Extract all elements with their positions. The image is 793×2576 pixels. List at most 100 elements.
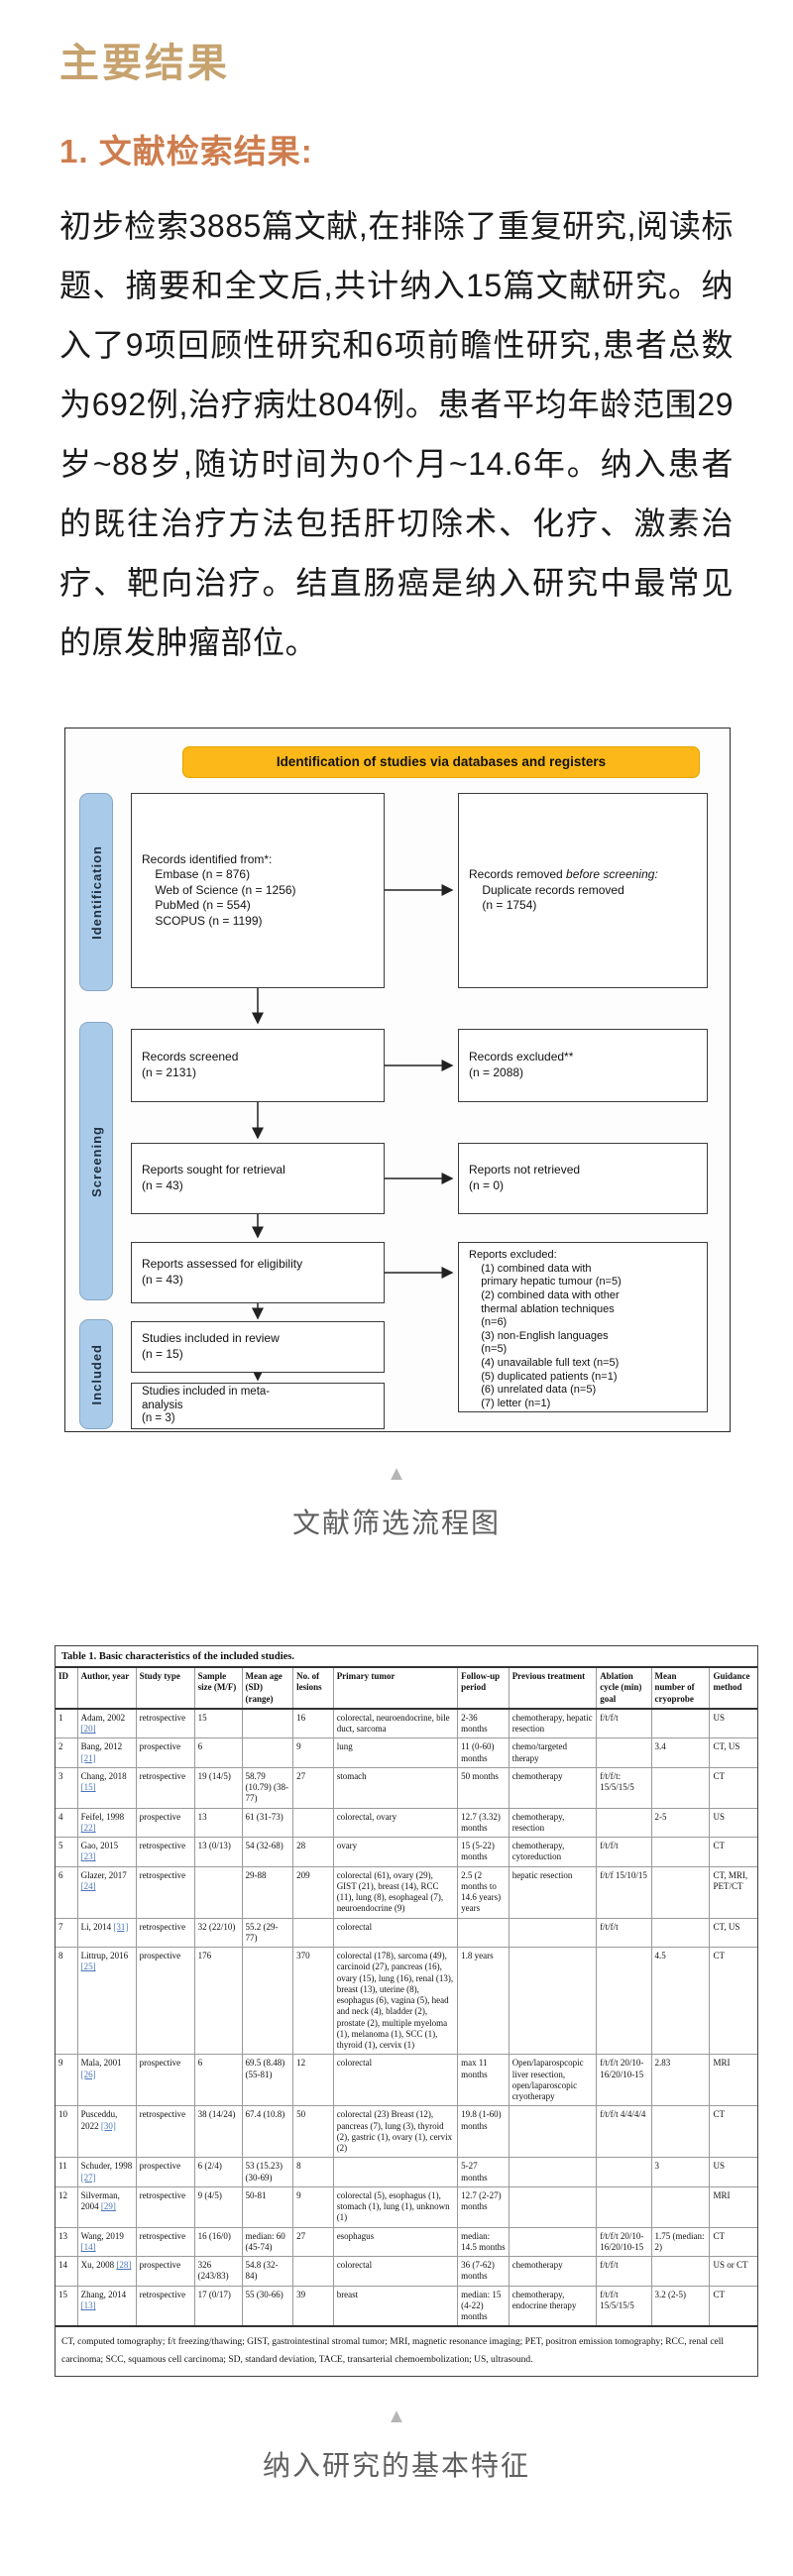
cell-id: 11 <box>58 2161 67 2172</box>
cell-id: 4 <box>58 1811 63 1822</box>
cell-followup: 5-27 months <box>457 2157 510 2187</box>
citation-link[interactable]: [29] <box>100 2201 116 2211</box>
cell-age: 54.8 (32-84) <box>241 2256 293 2286</box>
box-records-identified: Records identified from*: Embase (n = 87… <box>131 793 385 988</box>
cell-age: 67.4 (10.8) <box>241 2105 293 2158</box>
cell-author: Glazer, 2017 [24] <box>76 1866 137 1918</box>
citation-link[interactable]: [14] <box>80 2241 96 2252</box>
cell-lesions: 27 <box>292 1767 334 1808</box>
cell-lesions <box>292 1918 334 1948</box>
col-header-ablation-cycle: Ablation cycle (min) goal <box>596 1667 651 1709</box>
citation-link[interactable]: [15] <box>80 1782 96 1792</box>
citation-link[interactable]: [24] <box>80 1880 96 1891</box>
cell-cryoprobe <box>650 1866 710 1918</box>
cell-guidance: US <box>709 1808 757 1838</box>
cell-author: Pusceddu, 2022 [30] <box>76 2105 137 2158</box>
side-label-text: Screening <box>88 1125 104 1197</box>
cell-ablation <box>596 1808 651 1838</box>
cell-id: 5 <box>58 1841 63 1850</box>
cell-primary: colorectal (178), sarcoma (49), carcinoi… <box>332 1947 458 2055</box>
cell-previous: chemotherapy, hepatic resection <box>508 1708 597 1738</box>
cell-cryoprobe <box>650 1767 710 1808</box>
cell-age: 54 (32-68) <box>241 1837 293 1866</box>
cell-study_type: retrospective <box>135 2105 195 2158</box>
cell-followup: max 11 months <box>457 2054 510 2106</box>
cell-age <box>241 1737 293 1768</box>
cell-previous: Open/laparospcopic liver resection, open… <box>508 2054 597 2106</box>
cell-primary <box>332 2157 458 2187</box>
cell-followup: median: 14.5 months <box>457 2227 510 2257</box>
cell-previous: hepatic resection <box>508 1866 597 1918</box>
cell-age: 69.5 (8.48) (55-81) <box>241 2054 293 2106</box>
box-text: Reports assessed for eligibility (n = 43… <box>142 1257 303 1287</box>
cell-study_type: prospective <box>135 1947 195 2055</box>
flowchart-caption: 文献筛选流程图 <box>291 1508 501 1538</box>
cell-study_type: retrospective <box>135 1918 195 1948</box>
cell-id: 15 <box>58 2289 67 2299</box>
author-text: Pusceddu, 2022 <box>80 2109 118 2131</box>
citation-link[interactable]: [28] <box>116 2260 132 2270</box>
citation-link[interactable]: [25] <box>80 1961 96 1972</box>
cell-age: 53 (15.23) (30-69) <box>241 2157 293 2187</box>
cell-previous <box>508 2227 597 2257</box>
cell-ablation: f/t/f/t 20/10-16/20/10-15 <box>596 2227 651 2257</box>
box-studies-in-review: Studies included in review (n = 15) <box>131 1321 385 1373</box>
author-text: Gao, 2015 <box>80 1841 119 1850</box>
cell-id: 6 <box>58 1869 63 1880</box>
cell-primary: colorectal <box>332 1918 458 1948</box>
cell-study_type: prospective <box>135 2054 195 2106</box>
cell-primary: lung <box>332 1737 458 1768</box>
cell-ablation <box>596 1737 651 1768</box>
citation-link[interactable]: [31] <box>113 1921 129 1932</box>
box-reports-sought: Reports sought for retrieval (n = 43) <box>131 1143 385 1214</box>
page-title: 主要结果 <box>59 41 230 85</box>
cell-cryoprobe <box>650 1918 710 1948</box>
cell-previous: chemotherapy <box>508 2256 597 2286</box>
flow-arrows <box>252 884 454 1382</box>
box-text: Records excluded** (n = 2088) <box>469 1050 574 1079</box>
citation-link[interactable]: [27] <box>80 2172 96 2183</box>
citation-link[interactable]: [22] <box>80 1822 96 1833</box>
cell-author: Feifel, 1998 [22] <box>76 1808 137 1838</box>
cell-primary: breast <box>332 2286 458 2327</box>
side-label-text: Identification <box>88 844 104 940</box>
cell-followup: 2-36 months <box>457 1708 510 1738</box>
citation-link[interactable]: [13] <box>80 2299 96 2310</box>
cell-cryoprobe: 2-5 <box>650 1808 710 1838</box>
side-label-screening: Screening <box>79 1022 113 1300</box>
author-text: Adam, 2002 <box>80 1712 126 1723</box>
cell-guidance: US <box>709 2157 757 2187</box>
citation-link[interactable]: [20] <box>80 1724 96 1734</box>
cell-guidance: CT <box>709 2105 757 2158</box>
prisma-flow-diagram: Identification of studies via databases … <box>64 728 731 1432</box>
table-header-row: ID Author, year Study type Sample size (… <box>56 1667 757 1709</box>
cell-cryoprobe: 1.75 (median: 2) <box>650 2227 710 2257</box>
cell-sample: 6 <box>193 2054 243 2106</box>
author-text: Glazer, 2017 <box>80 1869 127 1880</box>
cell-sample: 6 (2/4) <box>193 2157 243 2187</box>
citation-link[interactable]: [26] <box>80 2069 96 2079</box>
cell-lesions: 370 <box>292 1947 334 2055</box>
side-label-text: Included <box>88 1343 104 1405</box>
cell-ablation: f/t/f/t: 15/5/15/5 <box>596 1767 651 1808</box>
author-text: Silverman, 2004 <box>80 2189 120 2211</box>
cell-id: 7 <box>58 1921 63 1932</box>
col-header-followup: Follow-up period <box>457 1667 510 1709</box>
citation-link[interactable]: [30] <box>100 2120 116 2131</box>
cell-sample: 19 (14/5) <box>193 1767 243 1808</box>
citation-link[interactable]: [21] <box>80 1752 96 1763</box>
removed-prefix: Records removed <box>469 867 567 882</box>
cell-followup: 11 (0-60) months <box>457 1737 510 1768</box>
citation-link[interactable]: [23] <box>80 1851 96 1862</box>
cell-author: Bang, 2012 [21] <box>76 1737 137 1768</box>
cell-author: Littrup, 2016 [25] <box>76 1947 137 2055</box>
cell-id: 2 <box>58 1741 63 1752</box>
cell-guidance: CT <box>709 1837 757 1866</box>
table-footnote: CT, computed tomography; f/t freezing/th… <box>61 2337 725 2366</box>
cell-age: 55 (30-66) <box>241 2286 293 2327</box>
